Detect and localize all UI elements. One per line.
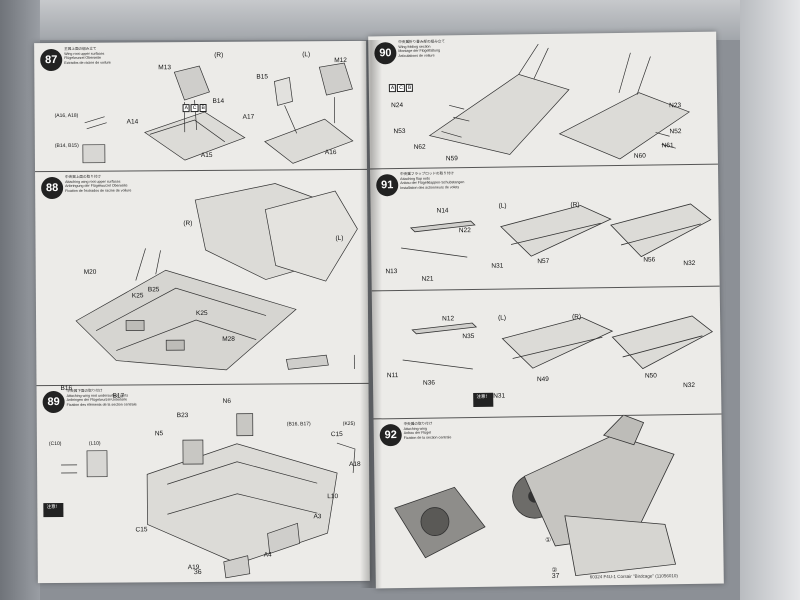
part-label: N53 [393, 127, 406, 136]
background-left [0, 0, 40, 600]
marker-label: ① [545, 536, 552, 545]
part-label: N23 [669, 102, 682, 110]
part-label: M20 [83, 268, 97, 276]
part-label: N61 [661, 142, 674, 150]
side-label-right: (R) [214, 51, 224, 59]
part-label: N36 [422, 379, 435, 387]
inset-label: (C10) [48, 440, 62, 448]
part-label: N59 [445, 155, 458, 163]
part-label: B25 [147, 286, 160, 294]
part-label: M13 [158, 64, 171, 72]
part-label: N31 [493, 392, 506, 400]
step-90: 90 中央翼折り畳み部の組み立て Wing folding section Mo… [368, 31, 718, 170]
part-label: N32 [683, 259, 696, 268]
step-89-drawing [61, 413, 356, 579]
part-label: A16 [324, 149, 337, 157]
part-label: N13 [385, 268, 398, 276]
step-88-drawing [75, 183, 358, 371]
step-87: 87 主翼上面の組み立て Wing root upper surfaces Fl… [34, 40, 368, 173]
part-label: A14 [126, 118, 139, 126]
side-label-left: (L) [302, 51, 311, 59]
part-label: A18 [349, 460, 361, 468]
side-label-left: (L) [498, 202, 507, 210]
part-label: N52 [669, 128, 682, 136]
side-label-right: (R) [570, 201, 580, 209]
part-label: N57 [537, 257, 550, 266]
part-label: N50 [644, 372, 657, 380]
part-label: A4 [263, 551, 272, 559]
inset-label: (L10) [88, 440, 101, 447]
part-label: N60 [633, 152, 646, 160]
step-92: 92 中央翼の取り付け Attaching wing Anbau der Flü… [373, 414, 723, 589]
part-label: A17 [242, 113, 255, 121]
page-number: 37 [551, 572, 560, 580]
part-label: M12 [334, 56, 347, 65]
part-label: N22 [458, 227, 471, 235]
part-label: C15 [135, 526, 148, 534]
side-label-left: (L) [335, 235, 344, 243]
part-label: B15 [256, 73, 268, 81]
part-label: M28 [222, 335, 235, 343]
inset-label: (B14, B15) [54, 142, 79, 150]
step-87-drawing [82, 62, 354, 164]
right-page: 90 中央翼折り畳み部の組み立て Wing folding section Mo… [368, 31, 724, 589]
part-label: N31 [491, 262, 504, 270]
step-88: 88 中央翼上面の取り付け Attaching wing root upper … [35, 168, 369, 427]
part-label: N12 [442, 315, 455, 323]
step-90-drawing [428, 43, 691, 160]
part-label: A3 [313, 513, 322, 521]
page-number: 36 [193, 569, 202, 577]
side-label-left: (L) [498, 314, 507, 322]
part-label: N14 [436, 207, 449, 215]
step-91: 91 中央翼フラップロッドの取り付け Attaching flap rods A… [370, 163, 720, 292]
inset-label: (A16, A18) [54, 112, 79, 120]
part-label: K25 [131, 292, 144, 300]
part-label: C15 [330, 431, 343, 439]
part-label: B23 [176, 412, 189, 420]
side-label-right: (R) [183, 220, 193, 228]
part-label: N56 [643, 256, 656, 264]
part-label: B14 [212, 97, 225, 105]
part-label: N32 [683, 381, 696, 390]
part-label: L10 [327, 493, 339, 501]
book-gutter [360, 40, 382, 588]
part-label: K25 [195, 309, 208, 318]
left-page: 87 主翼上面の組み立て Wing root upper surfaces Fl… [34, 40, 370, 584]
caution-badge: 注意！ [473, 392, 494, 408]
part-label: N24 [391, 101, 404, 110]
part-label: N5 [154, 430, 164, 438]
step-91-drawing [401, 203, 712, 258]
side-label-right: (R) [572, 313, 582, 321]
part-label: N62 [413, 143, 426, 151]
step-91-continued: (R) (L) N12 N35 N11 N36 N49 N31 N50 N32 … [371, 285, 722, 420]
part-label: N49 [536, 375, 549, 384]
part-label: N6 [222, 397, 231, 405]
part-label: N35 [462, 333, 475, 341]
caution-badge: 注意！ [43, 502, 64, 518]
step-89: 89 中央翼下面の取り付け Attaching wing root unders… [37, 383, 370, 583]
step-91b-drawing [402, 315, 714, 370]
part-label: A15 [200, 151, 213, 160]
step-92-drawing [394, 414, 677, 577]
part-label: N21 [421, 275, 434, 283]
background-right [740, 0, 800, 600]
part-label: N11 [386, 372, 399, 380]
